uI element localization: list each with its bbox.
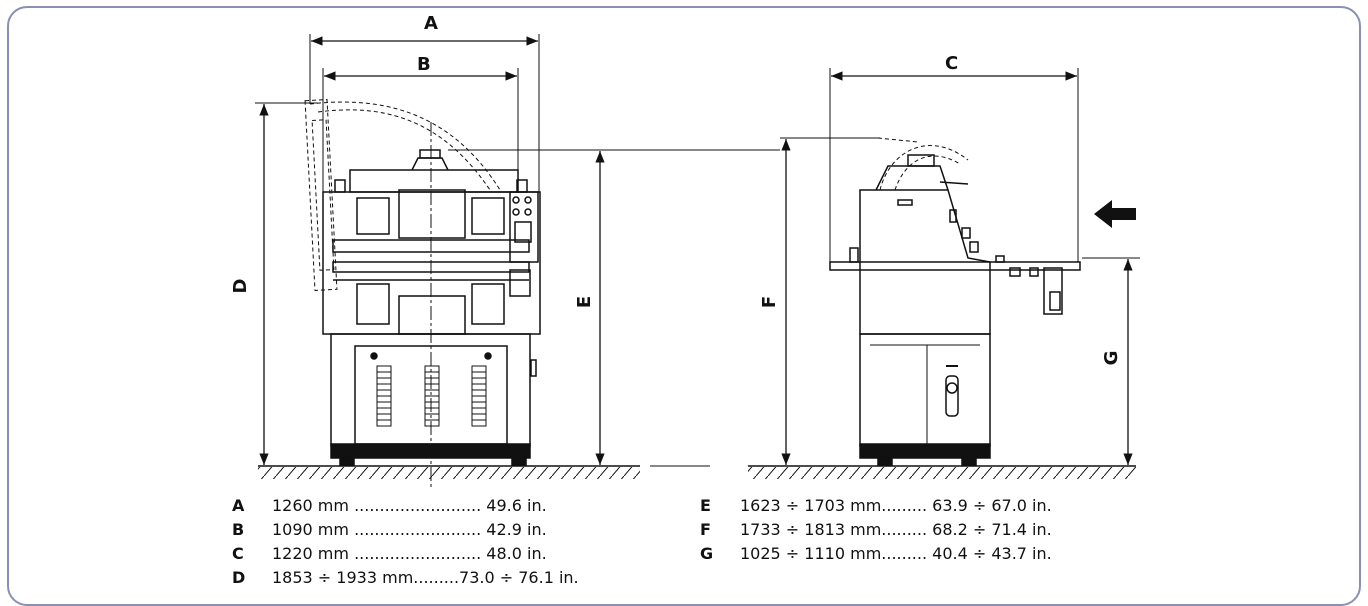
floor-right xyxy=(748,465,1136,479)
spec-row-e: E 1623 ÷ 1703 mm......... 63.9 ÷ 67.0 in. xyxy=(700,496,1052,516)
label-f: F xyxy=(759,296,780,308)
dimension-e xyxy=(448,149,780,465)
label-a: A xyxy=(424,13,438,34)
dimension-d xyxy=(255,102,318,465)
spec-value: 1623 ÷ 1703 mm......... 63.9 ÷ 67.0 in. xyxy=(740,496,1052,515)
spec-value: 1260 mm ......................... 49.6 i… xyxy=(272,496,547,515)
spec-letter: A xyxy=(232,496,245,515)
label-c: C xyxy=(945,53,958,74)
dimension-b xyxy=(322,68,519,192)
dimension-g xyxy=(1082,257,1140,465)
dimension-f xyxy=(780,137,880,465)
spec-value: 1025 ÷ 1110 mm......... 40.4 ÷ 43.7 in. xyxy=(740,544,1052,563)
spec-value: 1733 ÷ 1813 mm......... 68.2 ÷ 71.4 in. xyxy=(740,520,1052,539)
spec-row-c: C 1220 mm ......................... 48.0 … xyxy=(232,544,547,564)
label-b: B xyxy=(417,54,431,75)
spec-row-f: F 1733 ÷ 1813 mm......... 68.2 ÷ 71.4 in. xyxy=(700,520,1052,540)
spec-letter: B xyxy=(232,520,245,539)
spec-row-b: B 1090 mm ......................... 42.9 … xyxy=(232,520,547,540)
side-view-machine xyxy=(829,137,1081,466)
spec-row-g: G 1025 ÷ 1110 mm......... 40.4 ÷ 43.7 in. xyxy=(700,544,1052,564)
label-d: D xyxy=(230,279,251,294)
spec-letter: F xyxy=(700,520,711,539)
spec-value: 1853 ÷ 1933 mm.........73.0 ÷ 76.1 in. xyxy=(272,568,579,587)
label-g: G xyxy=(1101,351,1122,366)
spec-letter: E xyxy=(700,496,711,515)
dimension-a xyxy=(309,34,540,192)
spec-value: 1090 mm ......................... 42.9 i… xyxy=(272,520,547,539)
front-view-machine xyxy=(304,99,541,466)
spec-letter: D xyxy=(232,568,246,587)
floor-left xyxy=(258,465,640,479)
spec-row-d: D 1853 ÷ 1933 mm.........73.0 ÷ 76.1 in. xyxy=(232,568,579,588)
spec-letter: G xyxy=(700,544,714,563)
dimension-c xyxy=(829,68,1079,262)
spec-value: 1220 mm ......................... 48.0 i… xyxy=(272,544,547,563)
spec-letter: C xyxy=(232,544,244,563)
left-arrow-icon xyxy=(1094,200,1136,228)
spec-row-a: A 1260 mm ......................... 49.6 … xyxy=(232,496,547,516)
label-e: E xyxy=(574,296,595,308)
